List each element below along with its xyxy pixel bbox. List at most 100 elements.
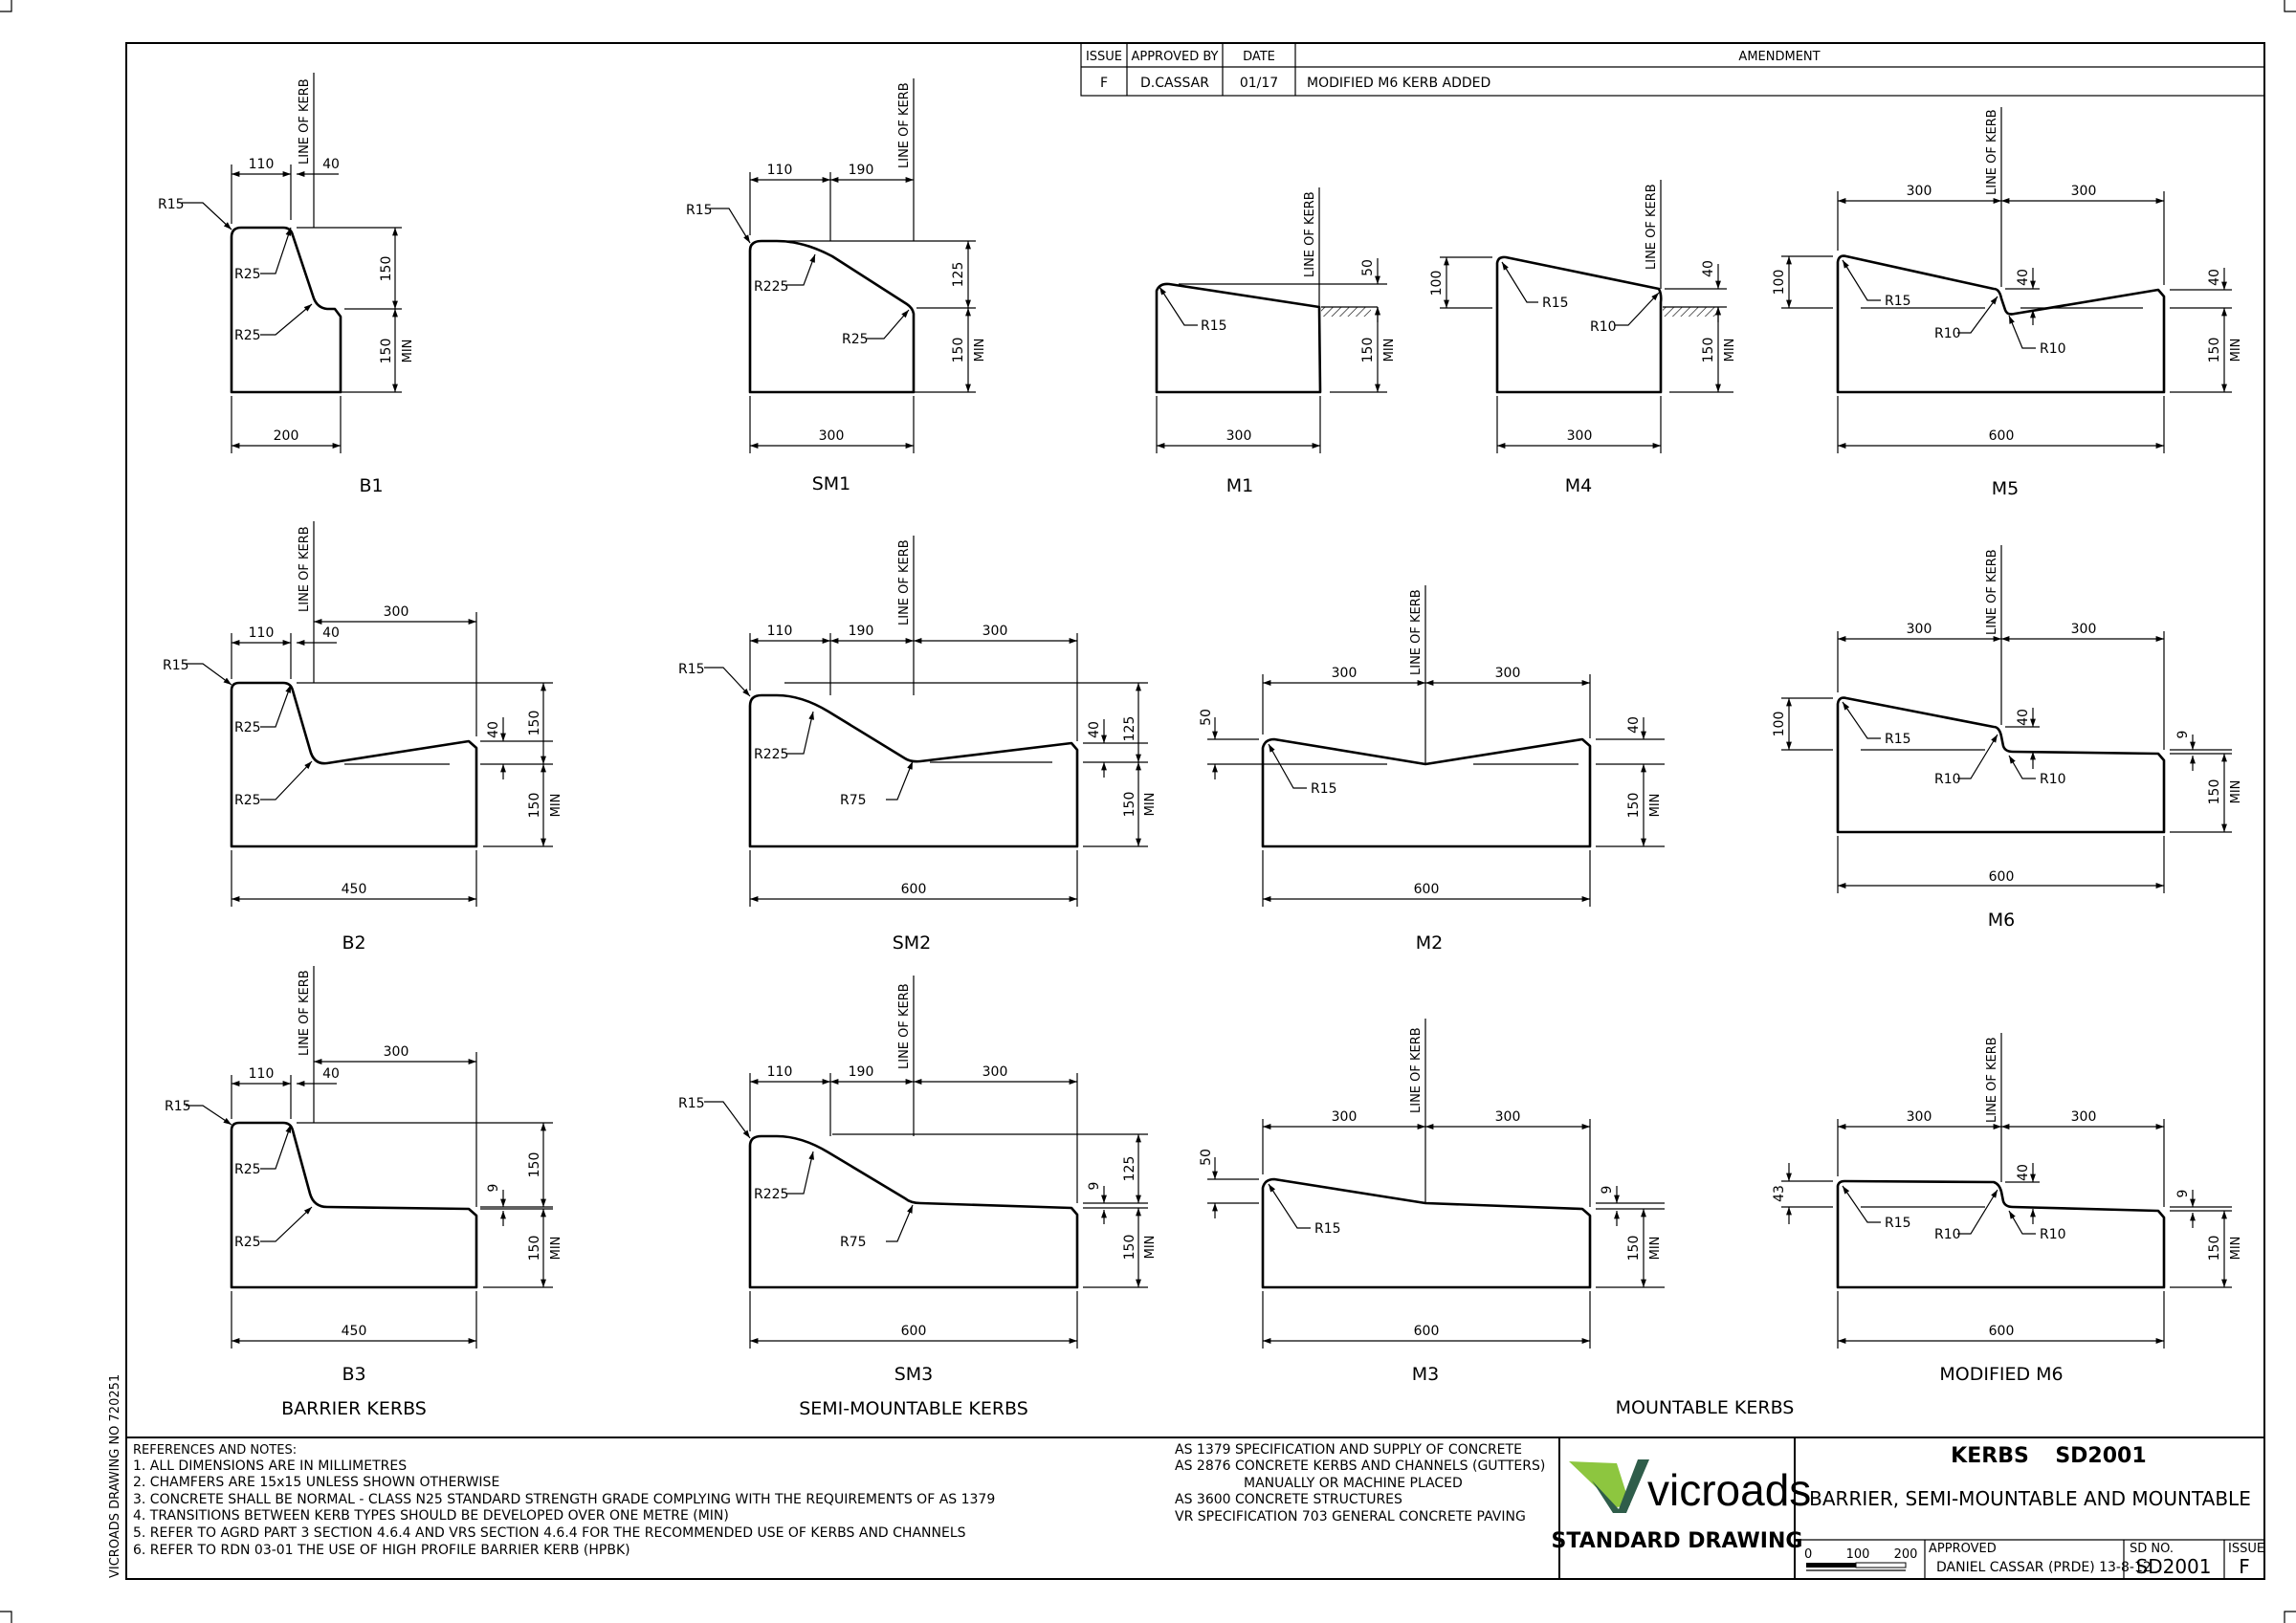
kerb-b2: LINE OF KERB 110 40 300 R15 R25 R25 40 1… bbox=[163, 521, 563, 954]
notes-block: REFERENCES AND NOTES: 1. ALL DIMENSIONS … bbox=[133, 1443, 995, 1558]
sm3-dim-600: 600 bbox=[901, 1324, 927, 1339]
issue-label: ISSUE bbox=[2228, 1542, 2264, 1556]
m6-r10-b: R10 bbox=[2040, 772, 2066, 787]
kerb-m5: LINE OF KERB 300 300 100 R15 R10 R10 40 … bbox=[1772, 107, 2243, 499]
sm2-dim-125: 125 bbox=[1122, 716, 1137, 742]
group-mountable-kerbs: MOUNTABLE KERBS bbox=[1616, 1397, 1795, 1418]
note-3: 3. CONCRETE SHALL BE NORMAL - CLASS N25 … bbox=[133, 1492, 995, 1507]
m4-min: MIN bbox=[1723, 339, 1737, 362]
sm3-line-of-kerb: LINE OF KERB bbox=[897, 983, 912, 1069]
m2-dim-300-left: 300 bbox=[1332, 666, 1358, 681]
b3-line-of-kerb: LINE OF KERB bbox=[298, 970, 312, 1056]
b3-title: B3 bbox=[342, 1364, 365, 1385]
sm2-line-of-kerb: LINE OF KERB bbox=[897, 539, 912, 625]
b1-r15: R15 bbox=[158, 197, 185, 212]
m6-r15: R15 bbox=[1885, 732, 1911, 747]
b2-min: MIN bbox=[549, 794, 563, 818]
rev-header-issue: ISSUE bbox=[1086, 50, 1122, 64]
m5-r10-a: R10 bbox=[1934, 326, 1961, 341]
m4-title: M4 bbox=[1565, 475, 1592, 496]
note-4: 4. TRANSITIONS BETWEEN KERB TYPES SHOULD… bbox=[133, 1508, 729, 1524]
m5-dim-150: 150 bbox=[2207, 338, 2222, 363]
sm3-dim-110: 110 bbox=[767, 1064, 793, 1080]
kerb-sm2: LINE OF KERB 110 190 300 R15 R225 R75 40… bbox=[678, 536, 1158, 954]
sm2-r15: R15 bbox=[678, 662, 705, 677]
m5-dim-40-right: 40 bbox=[2207, 269, 2222, 286]
title-block: KERBS SD2001 BARRIER, SEMI-MOUNTABLE AND… bbox=[1795, 1444, 2264, 1579]
scale-label-0: 0 bbox=[1804, 1547, 1812, 1562]
b1-dim-150-base: 150 bbox=[379, 339, 394, 364]
m5-title: M5 bbox=[1992, 478, 2019, 499]
issue-value: F bbox=[2239, 1555, 2250, 1578]
m6-title: M6 bbox=[1988, 910, 2015, 931]
sm3-title: SM3 bbox=[894, 1364, 934, 1385]
sm1-r15: R15 bbox=[686, 203, 713, 218]
m5-dim-40-mid: 40 bbox=[2016, 269, 2031, 286]
sm1-r225: R225 bbox=[754, 279, 788, 295]
rev-approved: D.CASSAR bbox=[1140, 76, 1209, 91]
m3-line-of-kerb: LINE OF KERB bbox=[1409, 1027, 1424, 1113]
m6-line-of-kerb: LINE OF KERB bbox=[1985, 549, 1999, 635]
m1-dim-50: 50 bbox=[1360, 259, 1376, 276]
sm2-dim-110: 110 bbox=[767, 624, 793, 639]
m3-min: MIN bbox=[1648, 1237, 1663, 1261]
b3-r25-lower: R25 bbox=[234, 1235, 261, 1250]
m6-min: MIN bbox=[2229, 780, 2243, 804]
m2-line-of-kerb: LINE OF KERB bbox=[1409, 589, 1424, 675]
b2-dim-150-base: 150 bbox=[527, 793, 542, 819]
b2-dim-150: 150 bbox=[527, 711, 542, 736]
m5-line-of-kerb: LINE OF KERB bbox=[1985, 109, 1999, 195]
note-6: 6. REFER TO RDN 03-01 THE USE OF HIGH PR… bbox=[133, 1543, 630, 1558]
m4-dim-100: 100 bbox=[1429, 271, 1445, 296]
b2-dim-300: 300 bbox=[384, 604, 409, 620]
m4-line-of-kerb: LINE OF KERB bbox=[1645, 184, 1659, 270]
m6-dim-600: 600 bbox=[1989, 869, 2015, 885]
kerb-m3: LINE OF KERB 300 300 50 R15 9 150 MIN 60… bbox=[1199, 1019, 1665, 1385]
b1-dim-110: 110 bbox=[249, 157, 275, 172]
mod-m6-dim-600: 600 bbox=[1989, 1324, 2015, 1339]
b2-dim-450: 450 bbox=[342, 882, 367, 897]
b3-r25-upper: R25 bbox=[234, 1162, 261, 1177]
sm3-r15: R15 bbox=[678, 1096, 705, 1111]
sm1-r25: R25 bbox=[842, 332, 869, 347]
scale-bar bbox=[1806, 1562, 1907, 1571]
m1-ground-hatch bbox=[1321, 307, 1371, 317]
title-sd-number: SD2001 bbox=[2055, 1444, 2146, 1468]
ref-vr703: VR SPECIFICATION 703 GENERAL CONCRETE PA… bbox=[1175, 1509, 1526, 1524]
sm3-dim-190: 190 bbox=[849, 1064, 874, 1080]
sm1-dim-300: 300 bbox=[819, 428, 845, 444]
m3-dim-50: 50 bbox=[1199, 1149, 1214, 1166]
mod-m6-title: MODIFIED M6 bbox=[1939, 1364, 2063, 1385]
b1-dim-150: 150 bbox=[379, 256, 394, 282]
ref-as3600: AS 3600 CONCRETE STRUCTURES bbox=[1175, 1492, 1402, 1507]
mod-m6-r10-b: R10 bbox=[2040, 1227, 2066, 1242]
sm3-min: MIN bbox=[1143, 1236, 1158, 1260]
m3-dim-150: 150 bbox=[1626, 1236, 1642, 1261]
mod-m6-dim-9: 9 bbox=[2175, 1190, 2191, 1198]
sm1-min: MIN bbox=[973, 339, 987, 362]
m5-dim-600: 600 bbox=[1989, 428, 2015, 444]
note-5: 5. REFER TO AGRD PART 3 SECTION 4.6.4 AN… bbox=[133, 1525, 966, 1541]
b2-r25-lower: R25 bbox=[234, 793, 261, 808]
sm1-line-of-kerb: LINE OF KERB bbox=[897, 82, 912, 168]
sm2-dim-190: 190 bbox=[849, 624, 874, 639]
sm2-title: SM2 bbox=[893, 932, 932, 954]
mod-m6-min: MIN bbox=[2229, 1237, 2243, 1261]
m2-dim-40: 40 bbox=[1626, 716, 1642, 734]
m6-dim-40: 40 bbox=[2016, 709, 2031, 726]
b2-r25-upper: R25 bbox=[234, 720, 261, 735]
ref-as2876-cont: MANUALLY OR MACHINE PLACED bbox=[1244, 1476, 1463, 1491]
m3-title: M3 bbox=[1412, 1364, 1439, 1385]
m6-dim-150: 150 bbox=[2207, 779, 2222, 805]
m5-min: MIN bbox=[2229, 339, 2243, 362]
group-barrier-kerbs: BARRIER KERBS bbox=[281, 1398, 427, 1419]
kerb-m6: LINE OF KERB 300 300 100 R15 R10 R10 40 … bbox=[1772, 545, 2243, 931]
b1-title: B1 bbox=[359, 475, 383, 496]
sm3-dim-150: 150 bbox=[1122, 1235, 1137, 1261]
kerb-m4: LINE OF KERB 100 R15 R10 40 150 MIN 300 … bbox=[1429, 180, 1737, 496]
sm3-r225: R225 bbox=[754, 1187, 788, 1202]
m2-title: M2 bbox=[1416, 932, 1443, 954]
m4-r10: R10 bbox=[1590, 319, 1617, 335]
m3-r15: R15 bbox=[1314, 1221, 1341, 1237]
